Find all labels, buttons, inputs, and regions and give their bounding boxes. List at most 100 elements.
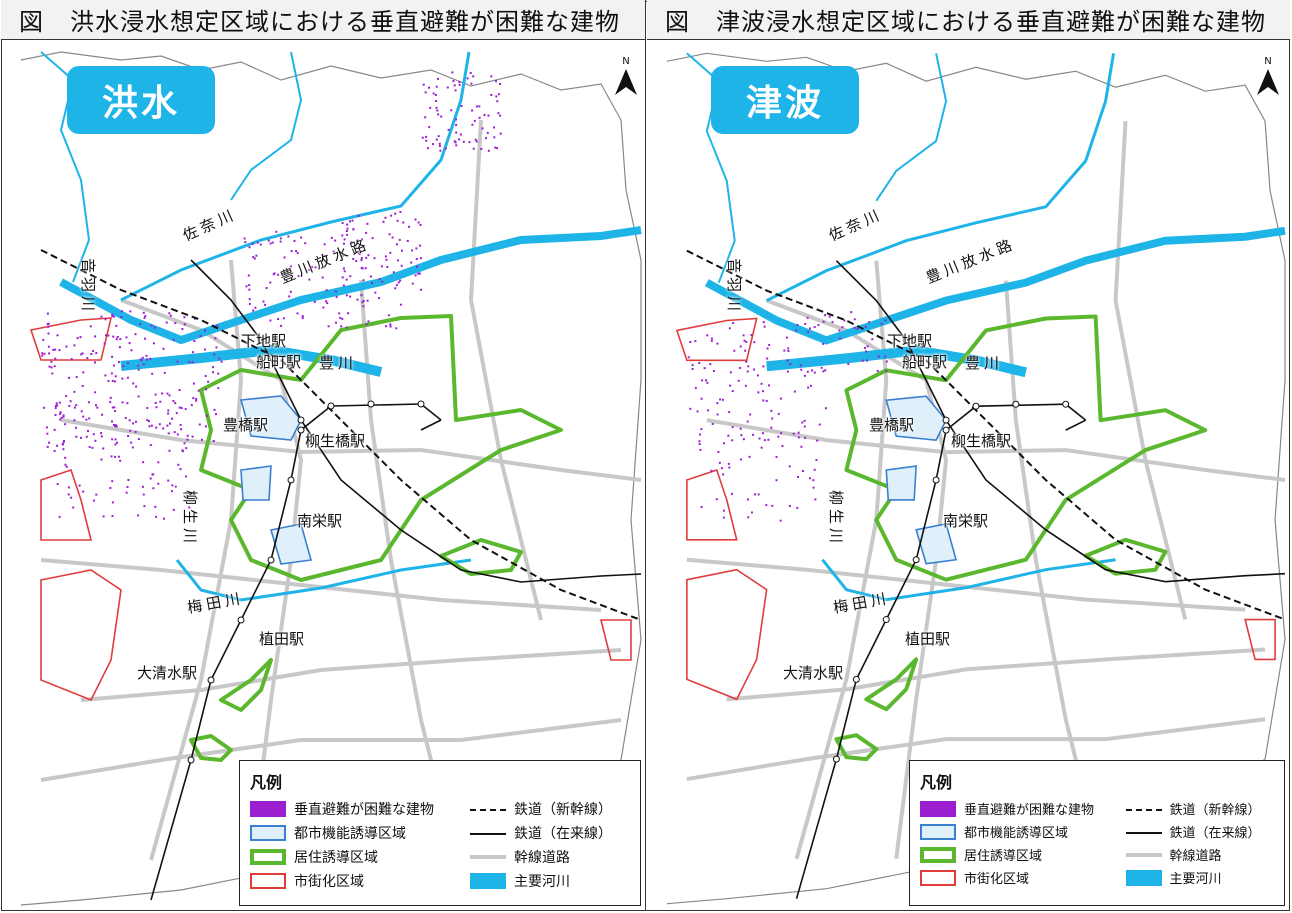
building-dot [394, 287, 397, 290]
station-dot-3 [417, 400, 425, 408]
river-otowa-label: 音羽川 [725, 258, 743, 316]
building-dot [191, 361, 194, 364]
building-dot [733, 349, 736, 352]
building-dot [244, 241, 247, 244]
urban-function-area-2 [269, 523, 313, 565]
building-dot [100, 458, 103, 461]
building-dot [295, 250, 298, 252]
building-dot [763, 439, 766, 442]
building-dot [198, 423, 201, 426]
building-dot [212, 366, 214, 369]
building-dot [107, 380, 110, 382]
urban-function-area-2 [915, 522, 958, 565]
building-dot [48, 365, 51, 368]
building-dot [471, 109, 474, 112]
station-dot-5 [267, 556, 275, 564]
building-dot [340, 254, 343, 257]
urbanization-swatch [920, 869, 956, 886]
building-dot [137, 514, 140, 517]
building-dot [152, 487, 155, 490]
building-dot [429, 106, 432, 109]
building-dot [76, 337, 79, 340]
building-dot [53, 449, 56, 452]
building-dot [716, 342, 719, 345]
building-dot [157, 461, 160, 464]
building-dot [80, 410, 83, 413]
building-dot [113, 315, 116, 318]
river-umeda [175, 558, 472, 602]
building-dot [727, 434, 730, 437]
building-dot [698, 361, 701, 364]
building-dot [87, 401, 90, 404]
building-dot [378, 297, 380, 300]
building-dot [289, 290, 292, 293]
building-dot [109, 487, 112, 489]
residential-area-2 [219, 658, 273, 712]
building-dot [155, 426, 158, 429]
building-dot [85, 435, 88, 438]
building-dot [46, 323, 49, 326]
building-dot [381, 265, 383, 268]
building-dot [127, 362, 130, 364]
urban-function-area-1 [240, 465, 272, 501]
building-dot [175, 412, 178, 415]
building-dot [116, 336, 119, 338]
building-dot [748, 455, 751, 458]
building-dot [113, 364, 116, 367]
building-dot [148, 425, 151, 428]
building-dot [371, 237, 374, 240]
building-dot [142, 311, 145, 314]
legend-urbanization-text: 市街化区域 [964, 872, 1030, 887]
building-dot [410, 261, 413, 264]
building-dot [163, 517, 165, 520]
residential-swatch [250, 849, 286, 865]
building-dot [48, 352, 51, 355]
building-dot [191, 351, 194, 354]
building-dot [339, 316, 342, 319]
building-dot [884, 319, 887, 322]
trunk-road-6 [1113, 120, 1188, 621]
legend-main-river-text: 主要河川 [1169, 872, 1222, 887]
building-swatch [920, 800, 956, 817]
station-oshimizu-label: 大清水駅 [137, 664, 198, 682]
legend-urbanization: 市街化区域 [250, 871, 452, 891]
river-toyokawa [766, 345, 1027, 378]
building-dot [360, 257, 363, 260]
building-dot [471, 123, 474, 126]
building-dot [346, 233, 348, 236]
building-dot [728, 327, 731, 330]
station-yanagiobashi-label: 柳生橋駅 [305, 432, 366, 450]
building-dot [756, 374, 759, 377]
building-dot [143, 316, 146, 319]
building-dot [470, 82, 473, 85]
building-dot [706, 334, 709, 337]
building-dot [326, 302, 329, 305]
river-toyokawa-label: 豊川 [965, 354, 1004, 372]
building-dot [419, 257, 422, 260]
building-dot [366, 299, 369, 302]
figure-label: 図 [665, 8, 690, 36]
building-dot [729, 384, 732, 387]
building-dot [283, 256, 286, 259]
building-dot [861, 359, 864, 362]
building-dot [311, 266, 314, 268]
building-dot [454, 89, 457, 92]
building-dot [82, 371, 85, 374]
building-dot [824, 407, 827, 410]
building-dot [121, 377, 124, 380]
building-dot [117, 455, 120, 458]
building-dot [215, 413, 217, 416]
building-dot [172, 338, 175, 341]
building-dot [166, 392, 169, 395]
building-dot [689, 341, 692, 344]
residential-swatch [920, 846, 956, 863]
building-dot [54, 414, 57, 416]
building-dot [783, 349, 786, 352]
building-dot [155, 515, 158, 518]
building-dot [480, 148, 483, 150]
building-dot [46, 445, 49, 448]
building-dot [46, 312, 49, 315]
urban-function-area-0 [239, 395, 302, 441]
building-dot [699, 448, 702, 451]
building-dot [357, 252, 360, 254]
